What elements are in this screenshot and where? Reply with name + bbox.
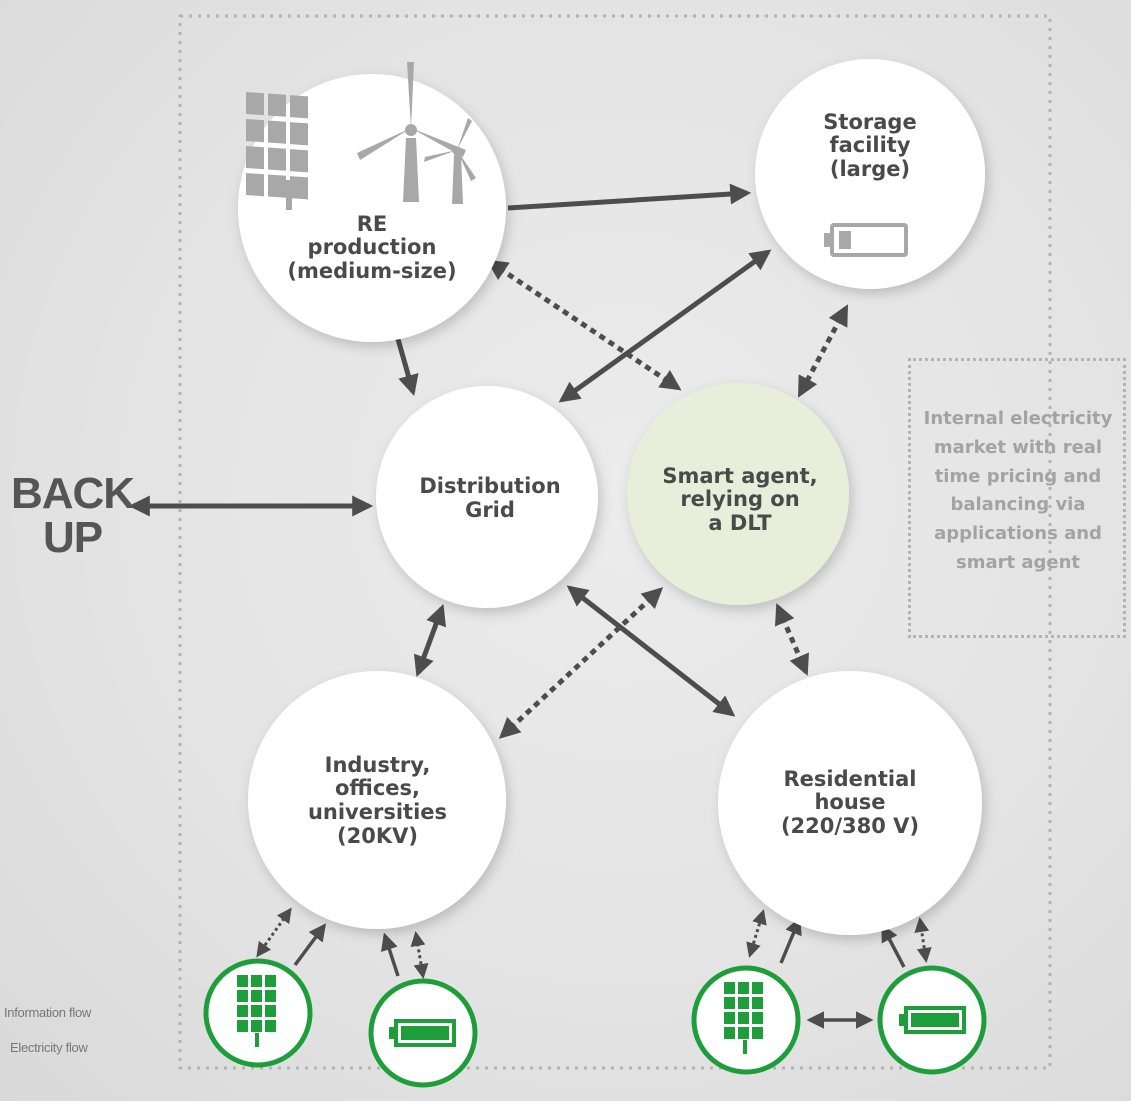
elec-solar2-residential	[779, 916, 802, 964]
info-battery2-residential	[914, 917, 932, 963]
info-smart-industry	[498, 587, 664, 739]
info-solar1-industry	[256, 907, 292, 958]
arrow-re-to-storage	[507, 183, 752, 211]
node-smart-agent	[627, 383, 849, 605]
device-flows	[256, 907, 932, 1029]
residential-label: Residential house (220/380 V)	[780, 766, 920, 838]
info-storage-smart	[797, 304, 849, 398]
device-solar-residential	[691, 965, 801, 1075]
re-production-label: RE production (medium-size)	[287, 211, 457, 283]
device-battery-industry	[368, 978, 478, 1088]
legend-electricity-flow: Electricity flow	[10, 1040, 88, 1055]
node-industry	[248, 671, 506, 929]
node-residential	[718, 671, 982, 935]
backup-label: BACK UP	[10, 469, 135, 562]
elec-battery1-industry	[381, 932, 400, 977]
market-description: Internal electricity market with real ti…	[923, 408, 1113, 573]
information-flows	[486, 259, 849, 739]
distribution-grid-label: Distribution Grid	[419, 474, 561, 522]
elec-solar1-industry	[293, 923, 327, 967]
node-distribution-grid	[376, 386, 598, 608]
info-smart-residential	[775, 603, 809, 676]
info-battery1-industry	[410, 931, 429, 979]
battery-icon	[824, 223, 908, 257]
solar-panel-icon	[246, 92, 308, 210]
info-re-smart	[486, 259, 682, 391]
smart-agent-label: Smart agent, relying on a DLT	[662, 463, 818, 535]
storage-label: Storage facility (large)	[823, 109, 917, 181]
node-storage	[755, 59, 985, 289]
device-battery-residential	[877, 965, 987, 1075]
legend-information-flow: Information flow	[4, 1005, 91, 1020]
industry-label: Industry, offices, universities (20KV)	[307, 752, 448, 848]
arrow-grid-industry	[413, 604, 447, 677]
system-boundary	[178, 14, 1052, 1070]
elec-battery2-residential	[881, 923, 906, 968]
wind-turbine-icon	[357, 62, 476, 204]
info-solar2-residential	[746, 909, 767, 958]
device-solar-industry	[203, 958, 313, 1068]
market-box	[908, 358, 1126, 638]
arrow-re-to-grid	[393, 331, 419, 397]
